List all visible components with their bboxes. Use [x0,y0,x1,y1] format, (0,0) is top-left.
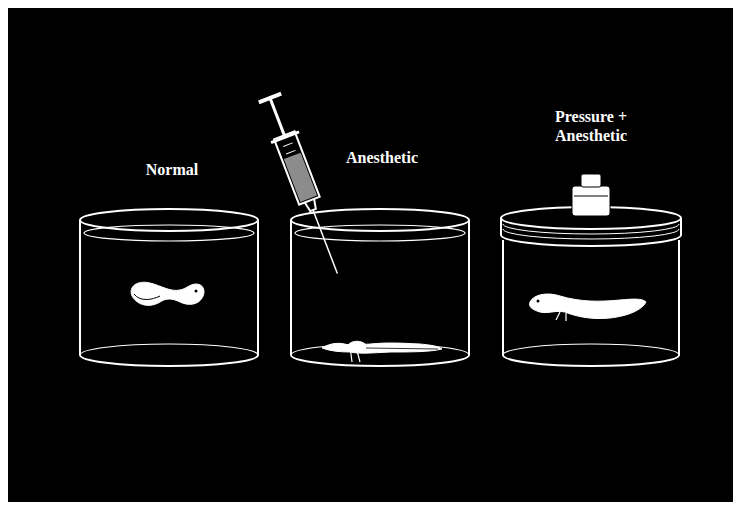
jar-label: Normal [112,160,232,179]
jar-label: Pressure + Anesthetic [541,107,641,145]
jar-label: Anesthetic [322,148,442,167]
background-panel [8,8,733,502]
